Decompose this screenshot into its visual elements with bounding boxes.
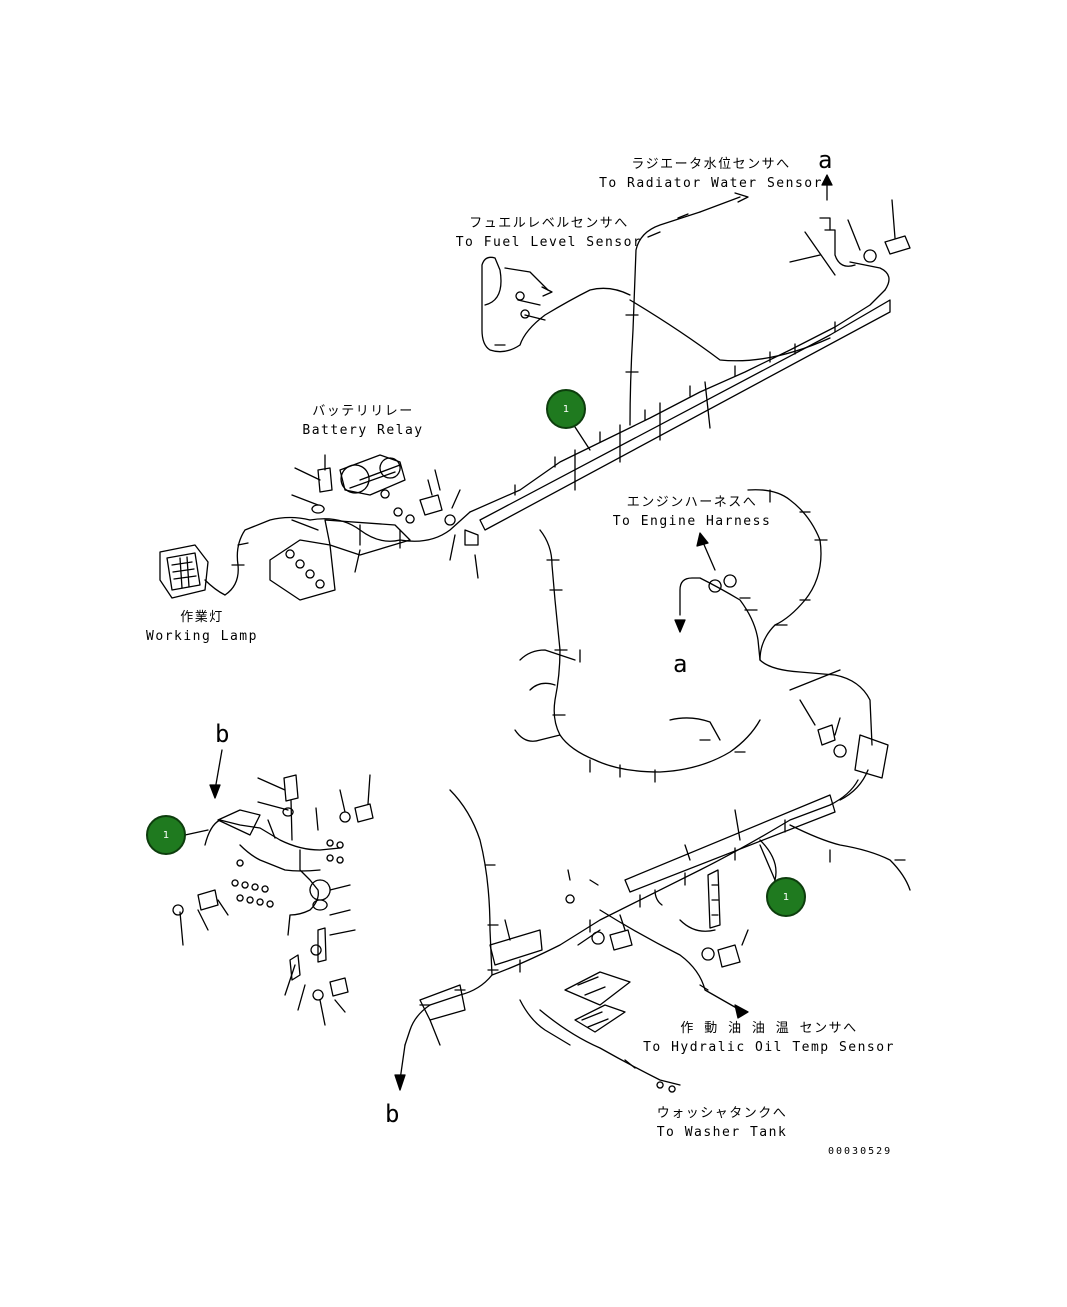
radiator-label-en: To Radiator Water Sensor (599, 176, 823, 191)
working-lamp-label-en: Working Lamp (146, 629, 258, 644)
callout-1-lower[interactable]: 1 (766, 877, 806, 917)
engine-harness-label-jp: エンジンハーネスへ (626, 495, 758, 510)
engine-harness-label-en: To Engine Harness (612, 514, 772, 529)
battery-relay-area (159, 454, 479, 601)
callout-1-left[interactable]: 1 (146, 815, 186, 855)
connector-b-bottom: b (385, 1100, 400, 1128)
connector-a-top: a (818, 146, 833, 174)
working-lamp-label-jp: 作業灯 (180, 610, 224, 625)
battery-relay-label-en: Battery Relay (302, 423, 424, 438)
washer-tank-label-en: To Washer Tank (656, 1125, 788, 1140)
connector-b-left: b (215, 720, 230, 748)
washer-tank-label-jp: ウォッシャタンクへ (656, 1106, 788, 1121)
battery-relay-label-jp: バッテリリレー (312, 404, 414, 419)
document-number: 00030529 (828, 1146, 893, 1157)
connector-a-mid: a (673, 650, 688, 678)
radiator-label-jp: ラジエータ水位センサへ (631, 157, 791, 172)
fuel-label-en: To Fuel Level Sensor (455, 235, 643, 250)
hydraulic-sensor-label-jp: 作 動 油 油 温 センサへ (680, 1021, 858, 1036)
callout-1-upper[interactable]: 1 (546, 389, 586, 429)
lower-harness (394, 779, 911, 1093)
fuel-label-jp: フュエルレベルセンサへ (469, 216, 629, 231)
hydraulic-sensor-label-en: To Hydralic Oil Temp Sensor (643, 1040, 895, 1055)
left-subassembly (172, 749, 374, 1026)
callout-leaders (184, 426, 776, 881)
upper-harness (469, 174, 911, 531)
engine-harness-area (514, 489, 889, 801)
